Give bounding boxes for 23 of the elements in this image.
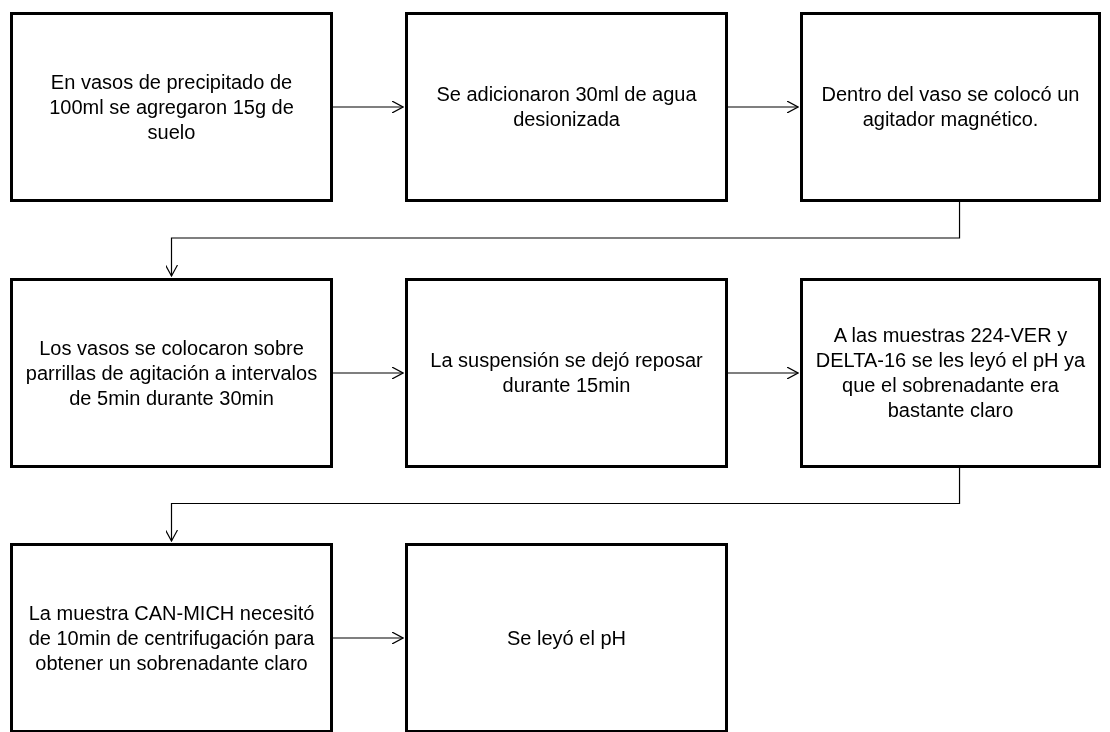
step-text: Se adicionaron 30ml de agua desionizada <box>435 82 698 132</box>
process-box <box>800 12 1101 202</box>
process-box <box>405 543 728 732</box>
process-box <box>405 278 728 468</box>
step-text: Dentro del vaso se colocó un agitador magnético. <box>820 82 1081 132</box>
step-text: A las muestras 224-VER y DELTA-16 se les leyó el pH ya que el sobrenadante era bastante claro <box>815 323 1086 423</box>
process-box <box>405 12 728 202</box>
step-text: Se leyó el pH <box>507 625 626 651</box>
step-text: Los vasos se colocaron sobre parrillas de agitación a intervalos de 5min durante 30min <box>25 335 318 411</box>
arrow <box>164 201 961 277</box>
process-box <box>10 12 333 202</box>
arrow <box>164 467 961 542</box>
step-text: La suspensión se dejó reposar durante 15min <box>429 348 704 398</box>
arrow <box>332 366 404 380</box>
process-box <box>800 278 1101 468</box>
arrow <box>332 100 404 114</box>
process-box <box>10 278 333 468</box>
arrow <box>727 100 799 114</box>
arrow <box>332 631 404 645</box>
step-text: La muestra CAN-MICH necesitó de 10min de centrifugación para obtener un sobrenadante claro <box>27 600 316 676</box>
process-box <box>10 543 333 732</box>
arrow <box>727 366 799 380</box>
step-text: En vasos de precipitado de 100ml se agregaron 15g de suelo <box>48 69 295 145</box>
